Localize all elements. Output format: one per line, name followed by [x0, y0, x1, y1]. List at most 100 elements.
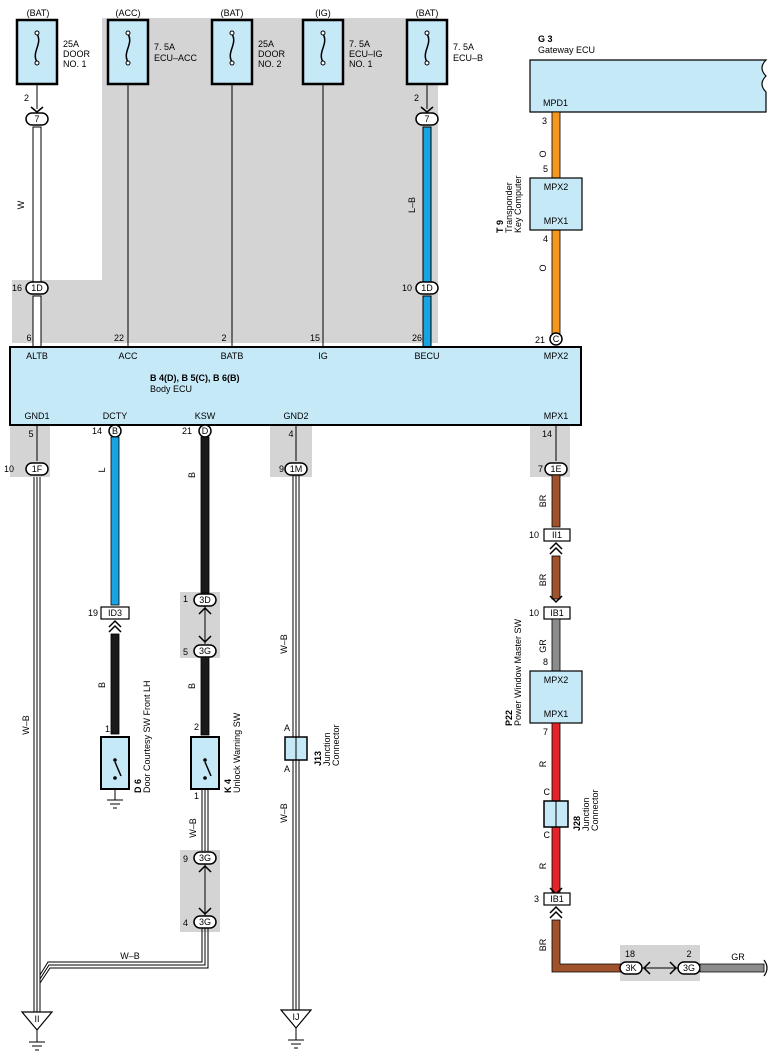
svg-text:ID3: ID3 — [108, 608, 122, 618]
svg-text:R: R — [538, 862, 548, 869]
svg-text:W–B: W–B — [21, 715, 31, 735]
svg-text:7. 5A: 7. 5A — [154, 42, 175, 52]
svg-text:B: B — [112, 426, 118, 436]
svg-text:B: B — [187, 683, 197, 689]
svg-text:L: L — [97, 467, 107, 472]
svg-text:21: 21 — [182, 426, 192, 436]
svg-text:(BAT): (BAT) — [221, 8, 244, 18]
svg-text:T 9: T 9 — [495, 220, 505, 233]
svg-text:3: 3 — [534, 894, 539, 904]
svg-text:O: O — [538, 264, 548, 271]
door-courtesy-switch: 1 D 6 Door Courtesy SW Front LH — [100, 680, 152, 809]
svg-text:IG: IG — [318, 351, 328, 361]
svg-text:(IG): (IG) — [315, 8, 331, 18]
svg-text:1D: 1D — [31, 283, 43, 293]
svg-text:R: R — [538, 760, 548, 767]
svg-text:16: 16 — [12, 283, 22, 293]
svg-text:2: 2 — [24, 93, 29, 103]
wire-wb-gnd1: W–B 10 1F — [4, 425, 49, 1012]
svg-text:Connector: Connector — [331, 724, 341, 766]
svg-text:Key Computer: Key Computer — [513, 175, 523, 233]
svg-text:Body ECU: Body ECU — [150, 384, 192, 394]
svg-text:25A: 25A — [258, 39, 274, 49]
ground-ij: IJ — [279, 1009, 313, 1049]
junction-connector-j28: C C J28 Junction Connector — [543, 787, 600, 840]
ground-ii: II — [20, 1011, 54, 1051]
svg-text:BATB: BATB — [221, 351, 244, 361]
ksw-return-connectors: 9 3G 4 3G — [183, 851, 217, 929]
unlock-warning-switch: 2 1 K 4 Unlock Warning SW W–B — [188, 712, 242, 851]
connector-1d-right: 10 1D — [402, 281, 439, 295]
svg-text:22: 22 — [114, 333, 124, 343]
svg-text:7. 5A: 7. 5A — [453, 42, 474, 52]
svg-text:8: 8 — [543, 657, 548, 667]
svg-text:GR: GR — [731, 952, 745, 962]
svg-text:(ACC): (ACC) — [116, 8, 141, 18]
svg-text:7. 5A: 7. 5A — [349, 39, 370, 49]
svg-text:W–B: W–B — [279, 803, 289, 823]
svg-text:1: 1 — [183, 594, 188, 604]
svg-text:19: 19 — [88, 608, 98, 618]
svg-text:BR: BR — [538, 938, 548, 951]
svg-text:ECU–ACC: ECU–ACC — [154, 53, 198, 63]
svg-text:4: 4 — [288, 429, 293, 439]
svg-text:3: 3 — [542, 116, 547, 126]
wire-b-ksw: 21 D B 1 3D 5 3G B — [182, 424, 217, 736]
transponder-key-computer: 5 MPX2 MPX1 4 T 9 Transponder Key Comput… — [495, 164, 583, 244]
svg-text:14: 14 — [92, 426, 102, 436]
svg-text:10: 10 — [4, 464, 14, 474]
svg-text:W–B: W–B — [120, 951, 140, 961]
svg-text:1F: 1F — [32, 464, 43, 474]
svg-text:5: 5 — [28, 429, 33, 439]
svg-text:4: 4 — [543, 234, 548, 244]
svg-text:NO. 2: NO. 2 — [258, 59, 282, 69]
fuse-ecu-ig-no1: (IG) 7. 5A ECU–IG NO. 1 — [301, 8, 383, 86]
connector-7-left: 2 7 — [24, 93, 49, 126]
svg-text:GND2: GND2 — [283, 411, 308, 421]
svg-text:MPD1: MPD1 — [543, 98, 568, 108]
svg-text:(BAT): (BAT) — [27, 8, 50, 18]
svg-text:B: B — [97, 682, 107, 688]
svg-text:ALTB: ALTB — [26, 351, 48, 361]
svg-text:D: D — [202, 426, 209, 436]
fuse-door-no2: (BAT) 25A DOOR NO. 2 — [210, 8, 286, 86]
svg-text:BECU: BECU — [414, 351, 439, 361]
svg-text:KSW: KSW — [195, 411, 216, 421]
svg-text:II1: II1 — [552, 530, 562, 540]
svg-text:1: 1 — [194, 791, 199, 801]
svg-text:3G: 3G — [199, 853, 211, 863]
svg-text:MPX1: MPX1 — [544, 216, 569, 226]
svg-text:Junction: Junction — [581, 797, 591, 831]
svg-text:ECU–IG: ECU–IG — [349, 49, 383, 59]
svg-text:P22: P22 — [504, 710, 514, 726]
svg-text:5: 5 — [543, 164, 548, 174]
svg-text:DOOR: DOOR — [63, 49, 91, 59]
svg-text:C: C — [544, 787, 551, 797]
svg-text:1: 1 — [105, 724, 110, 734]
body-ecu: 6 22 2 15 26 ALTB ACC BATB IG BECU MPX2 … — [9, 333, 582, 439]
svg-text:18: 18 — [625, 949, 635, 959]
svg-text:MPX1: MPX1 — [544, 709, 569, 719]
svg-text:21: 21 — [535, 335, 545, 345]
svg-text:NO. 1: NO. 1 — [63, 59, 87, 69]
svg-text:Power Window Master SW: Power Window Master SW — [513, 618, 523, 726]
svg-text:Gateway ECU: Gateway ECU — [538, 45, 595, 55]
svg-text:Unlock Warning SW: Unlock Warning SW — [232, 712, 242, 793]
svg-text:W–B: W–B — [279, 634, 289, 654]
svg-text:10: 10 — [529, 530, 539, 540]
svg-text:5: 5 — [183, 647, 188, 657]
svg-text:1M: 1M — [290, 464, 303, 474]
svg-text:IB1: IB1 — [550, 894, 564, 904]
power-window-master-switch: MPX2 MPX1 P22 Power Window Master SW 7 — [504, 618, 583, 737]
wire-br-ground-side: 3 IB1 BR 18 3K 2 3G GR — [534, 887, 768, 977]
svg-text:B: B — [187, 472, 197, 478]
svg-text:MPX2: MPX2 — [544, 182, 569, 192]
svg-text:15: 15 — [310, 333, 320, 343]
svg-text:J13: J13 — [313, 751, 323, 766]
svg-text:9: 9 — [183, 854, 188, 864]
svg-text:Connector: Connector — [590, 789, 600, 831]
wire-br-mpx1: 7 1E BR 10 II1 BR 10 IB1 GR 8 — [529, 425, 571, 672]
svg-text:C: C — [544, 830, 551, 840]
svg-text:25A: 25A — [63, 39, 79, 49]
